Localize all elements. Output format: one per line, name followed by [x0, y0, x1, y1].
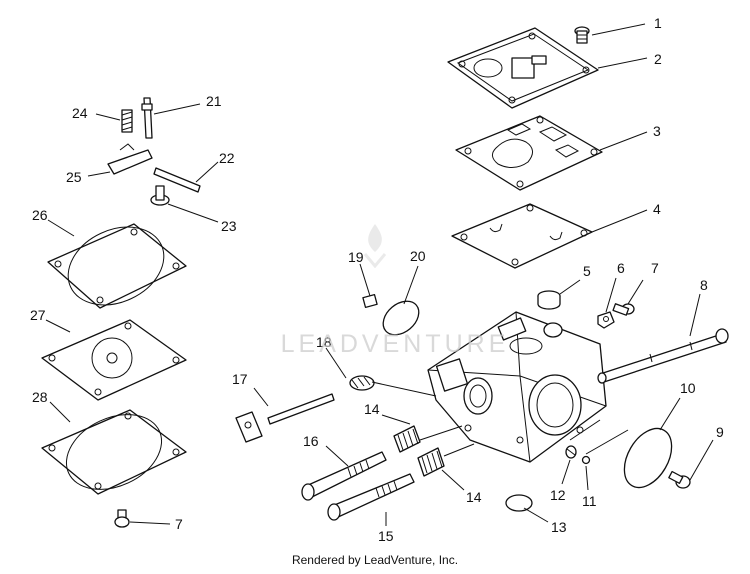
- rendered-by-footer: Rendered by LeadVenture, Inc.: [291, 553, 459, 567]
- part-8-throttle-shaft: [597, 328, 729, 384]
- leader-lines: [45, 23, 714, 526]
- part-10-throttle-plate: [623, 427, 673, 489]
- part-4-diaphragm: [451, 203, 593, 269]
- callout-20: 20: [410, 248, 426, 264]
- callout-14-lower: 14: [466, 489, 482, 505]
- callout-6: 6: [617, 260, 625, 276]
- part-5-plug: [537, 290, 561, 310]
- part-15-needle: [327, 473, 415, 521]
- part-17-choke-shaft: [235, 393, 335, 443]
- leadventure-watermark-logo: [363, 224, 387, 268]
- part-21-pin: [141, 97, 153, 139]
- callout-3: 3: [653, 123, 661, 139]
- callout-18: 18: [316, 334, 332, 350]
- part-11-ball: [581, 455, 591, 465]
- carburetor-body: [427, 311, 607, 463]
- callout-25: 25: [66, 169, 82, 185]
- part-13-o-ring: [505, 494, 533, 512]
- part-2-pump-cover: [447, 27, 599, 109]
- callout-27: 27: [30, 307, 46, 323]
- callout-19: 19: [348, 249, 364, 265]
- part-22-pin: [153, 167, 201, 193]
- part-19-fitting: [362, 293, 378, 309]
- part-25-lever: [107, 143, 153, 175]
- callout-2: 2: [654, 51, 662, 67]
- part-20-choke-plate: [382, 300, 420, 336]
- part-9-screw: [668, 470, 691, 489]
- callout-14-upper: 14: [364, 401, 380, 417]
- callout-7-upper: 7: [651, 260, 659, 276]
- callout-23: 23: [221, 218, 237, 234]
- callout-16: 16: [303, 433, 319, 449]
- part-14-spring-upper: [393, 425, 421, 453]
- callout-15: 15: [378, 528, 394, 544]
- part-27-diaphragm: [41, 319, 187, 401]
- part-6-clip: [597, 311, 615, 329]
- part-23-screw: [150, 185, 170, 206]
- callout-13: 13: [551, 519, 567, 535]
- part-14-spring-lower: [417, 447, 445, 477]
- callout-1: 1: [654, 15, 662, 31]
- callout-17: 17: [232, 371, 248, 387]
- callout-12: 12: [550, 487, 566, 503]
- callout-22: 22: [219, 150, 235, 166]
- part-16-needle: [301, 451, 387, 501]
- callout-5: 5: [583, 263, 591, 279]
- callout-26: 26: [32, 207, 48, 223]
- part-1-screw: [574, 26, 590, 44]
- callout-10: 10: [680, 380, 696, 396]
- callout-8: 8: [700, 277, 708, 293]
- part-7-screw-lower: [114, 509, 130, 528]
- part-26-gasket: [47, 223, 187, 309]
- part-24-spring: [121, 109, 133, 133]
- callout-4: 4: [653, 201, 661, 217]
- part-12-spring: [565, 445, 577, 459]
- part-7-screw-upper: [612, 303, 635, 316]
- callout-21: 21: [206, 93, 222, 109]
- callout-7-lower: 7: [175, 516, 183, 532]
- part-18-spring: [349, 375, 375, 391]
- leadventure-watermark: LEADVENTURE: [280, 330, 510, 358]
- callout-24: 24: [72, 105, 88, 121]
- callout-11: 11: [582, 493, 597, 509]
- callout-labels: 1 2 3 4 5 6 7 8 9 10 11 12 13 14 14 15 1…: [30, 15, 724, 544]
- part-28-gasket: [41, 409, 187, 495]
- part-3-pump-gasket: [455, 115, 603, 191]
- callout-28: 28: [32, 389, 48, 405]
- callout-9: 9: [716, 424, 724, 440]
